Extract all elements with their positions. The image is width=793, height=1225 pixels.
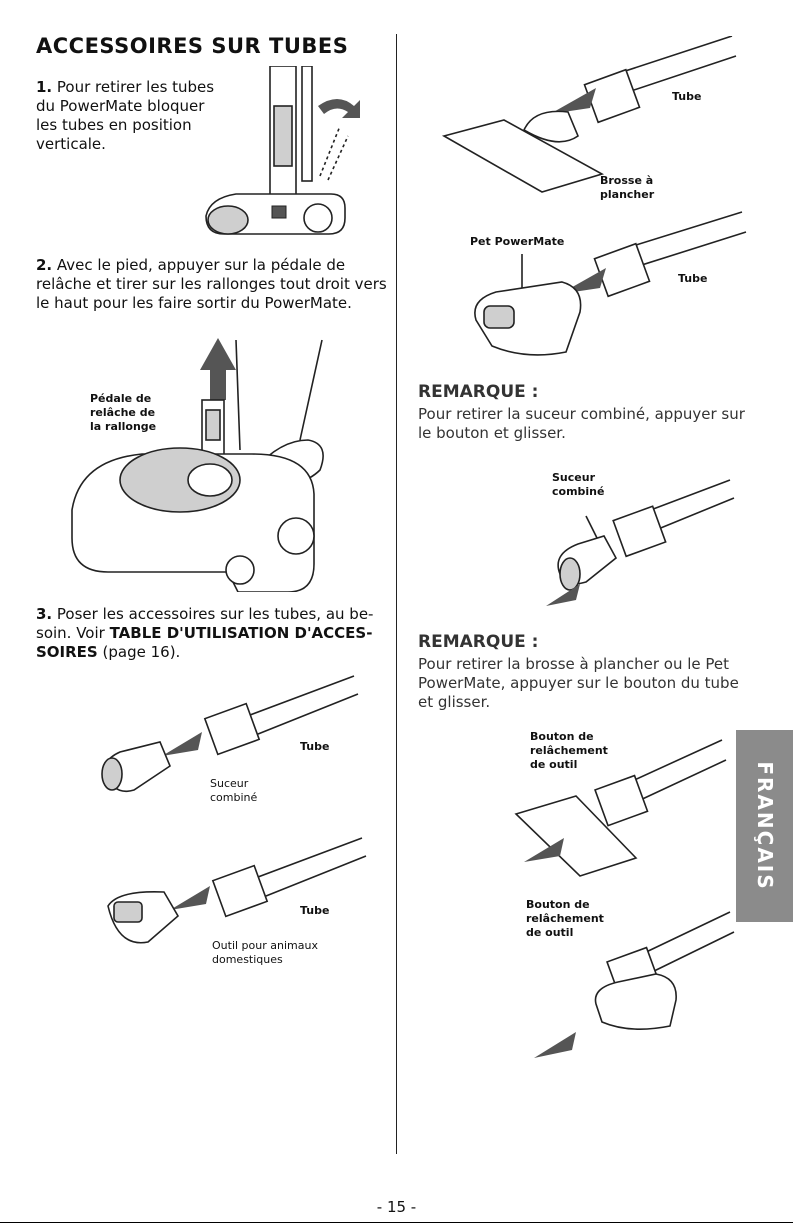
fig1-floor-brush-label: Brosse à plancher [600, 174, 654, 202]
language-tab: FRANÇAIS [736, 730, 793, 922]
step-1-line-2: du PowerMate bloquer [36, 97, 205, 115]
step-3-line-1: Poser les accessoires sur les tubes, au … [56, 605, 374, 623]
remove-floor-brush-illustration [514, 739, 727, 877]
fig3-suceur-line-2: combiné [210, 791, 258, 804]
pedal-label-line-1: Pédale de [90, 392, 152, 405]
column-divider [396, 34, 397, 1154]
language-tab-label: FRANÇAIS [752, 761, 777, 891]
fig5-right-release-label: Bouton de relâchement de outil [526, 898, 604, 940]
fig4-right-release-line-1: Bouton de [530, 730, 594, 743]
fig3-suceur-line-1: Suceur [210, 777, 249, 790]
pedal-label-line-3: la rallonge [90, 420, 157, 433]
step-3-suffix: (page 16). [97, 643, 181, 661]
step-2-line-3: le haut pour les faire sortir du PowerMa… [36, 294, 352, 312]
step-1-line-1: Pour retirer les tubes [56, 78, 215, 96]
powermate-pedal-illustration [71, 338, 324, 592]
fig4-right-release-label: Bouton de relâchement de outil [530, 730, 608, 772]
remove-pet-powermate-illustration [534, 911, 735, 1058]
step-1-text: 1. Pour retirer les tubes du PowerMate b… [36, 78, 214, 154]
pedal-label: Pédale de relâche de la rallonge [90, 392, 156, 434]
step-1-line-4: verticale. [36, 135, 106, 153]
fig4-pet-tool-line-1: Outil pour animaux [212, 939, 318, 952]
fig2-tube-label: Tube [678, 272, 708, 285]
pedal-label-line-2: relâche de [90, 406, 156, 419]
remark-2-line-3: et glisser. [418, 693, 491, 711]
fig4-right-release-line-2: relâchement [530, 744, 608, 757]
step-1-line-3: les tubes en position [36, 116, 192, 134]
fig4-right-release-line-3: de outil [530, 758, 578, 771]
step-3-number: 3. [36, 605, 53, 623]
step-1-number: 1. [36, 78, 53, 96]
remark-2-line-1: Pour retirer la brosse à plancher ou le … [418, 655, 730, 673]
accessory-table-reference[interactable]: TABLE D'UTILISATION D'ACCES- [109, 624, 373, 642]
page-number: - 15 - [376, 1198, 417, 1216]
step-2-line-1: Avec le pied, appuyer sur la pédale de [56, 256, 346, 274]
pet-tool-illustration [107, 837, 367, 944]
upright-vacuum-illustration [205, 66, 360, 235]
remove-combination-nozzle-illustration [546, 479, 735, 606]
remark-2-text: Pour retirer la brosse à plancher ou le … [418, 655, 739, 712]
remark-2-title: REMARQUE : [418, 632, 539, 652]
fig3-tube-label: Tube [300, 740, 330, 753]
step-3-text: 3. Poser les accessoires sur les tubes, … [36, 605, 373, 662]
floor-brush-illustration [441, 36, 737, 193]
section-heading: ACCESSOIRES SUR TUBES [36, 34, 349, 58]
fig1-brosse-line-2: plancher [600, 188, 655, 201]
fig2-pet-powermate-label: Pet PowerMate [470, 235, 565, 248]
remark-1-title: REMARQUE : [418, 382, 539, 402]
fig4-tube-label: Tube [300, 904, 330, 917]
remark-1-line-2: le bouton et glisser. [418, 424, 566, 442]
fig3-right-suceur-line-2: combiné [552, 485, 605, 498]
pet-powermate-illustration [474, 211, 747, 356]
step-2-number: 2. [36, 256, 53, 274]
remark-1-line-1: Pour retirer la suceur combiné, appuyer … [418, 405, 745, 423]
fig3-right-suceur-line-1: Suceur [552, 471, 595, 484]
fig5-right-release-line-1: Bouton de [526, 898, 590, 911]
fig4-pet-tool-label: Outil pour animaux domestiques [212, 939, 318, 967]
fig5-right-release-line-2: relâchement [526, 912, 604, 925]
combination-nozzle-illustration [101, 675, 359, 793]
fig3-suceur-label: Suceur combiné [210, 777, 257, 805]
remark-2-line-2: PowerMate, appuyer sur le bouton du tube [418, 674, 739, 692]
remark-1-text: Pour retirer la suceur combiné, appuyer … [418, 405, 745, 443]
step-3-prefix: soin. Voir [36, 624, 110, 642]
fig1-tube-label: Tube [672, 90, 702, 103]
fig4-pet-tool-line-2: domestiques [212, 953, 283, 966]
fig5-right-release-line-3: de outil [526, 926, 574, 939]
step-2-text: 2. Avec le pied, appuyer sur la pédale d… [36, 256, 387, 313]
bottom-rule [0, 1222, 793, 1223]
accessory-table-reference-cont[interactable]: SOIRES [36, 643, 98, 661]
fig3-right-suceur-label: Suceur combiné [552, 471, 604, 499]
fig1-brosse-line-1: Brosse à [600, 174, 654, 187]
step-2-line-2: relâche et tirer sur les rallonges tout … [36, 275, 387, 293]
